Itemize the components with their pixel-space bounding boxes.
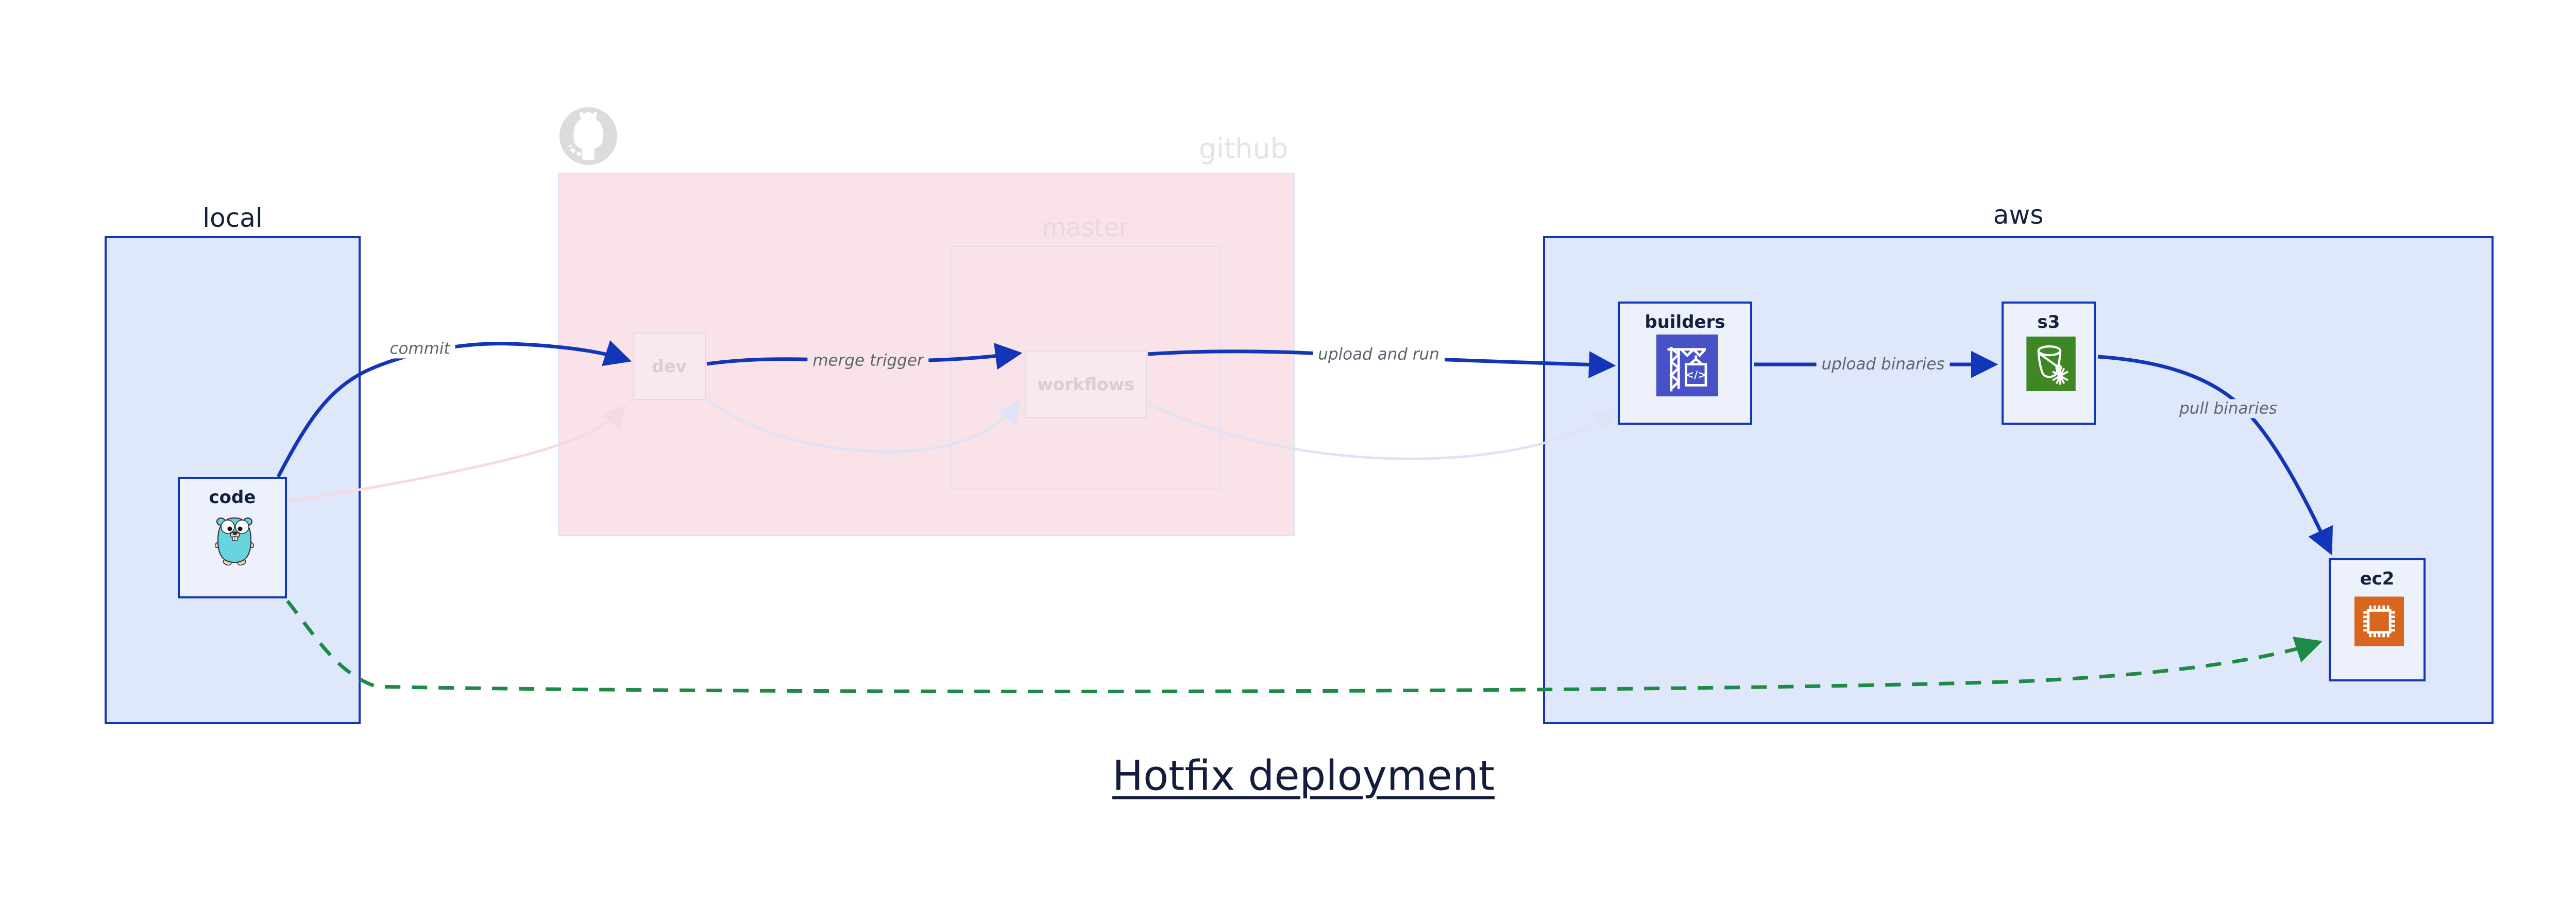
github-octocat-icon [559,107,618,165]
node-code-label: code [209,487,256,508]
node-ec2: ec2 [2329,558,2426,681]
edge-dev-workflows-faded [706,398,1021,453]
cluster-label-master: master [1042,213,1129,242]
s3-bucket-icon [2026,337,2076,391]
node-workflows-label: workflows [1037,374,1134,394]
cluster-label-aws: aws [1993,200,2044,230]
edge-label-commit: commit [384,339,455,359]
cluster-label-github: github [1198,132,1288,165]
node-workflows: workflows [1025,350,1147,418]
node-s3-label: s3 [2037,312,2060,332]
node-builders: builders </> [1618,302,1752,425]
cluster-label-local: local [202,203,263,233]
svg-text:</>: </> [1685,369,1707,381]
node-s3: s3 [2002,302,2096,425]
ec2-chip-icon [2354,596,2404,646]
cluster-master [950,246,1221,490]
aws-codebuild-icon: </> [1656,335,1718,396]
edge-commit [276,340,632,478]
edge-pull-binaries [2097,355,2333,556]
edge-label-pull-binaries: pull binaries [2174,399,2282,419]
diagram-title: Hotfix deployment [1112,751,1495,800]
edge-workflows-builders-faded [1147,403,1617,460]
node-code: code [178,477,287,598]
go-gopher-icon [215,517,254,565]
edge-label-upload-binaries: upload binaries [1816,355,1950,374]
node-dev: dev [633,332,706,400]
node-ec2-label: ec2 [2360,569,2395,589]
node-builders-label: builders [1645,312,1725,332]
edge-label-merge-trigger: merge trigger [807,351,929,371]
edge-code-dev-faded [287,405,627,503]
edge-label-upload-and-run: upload and run [1313,345,1445,364]
node-dev-label: dev [652,356,687,376]
edge-hotfix-dashed [286,599,2323,693]
